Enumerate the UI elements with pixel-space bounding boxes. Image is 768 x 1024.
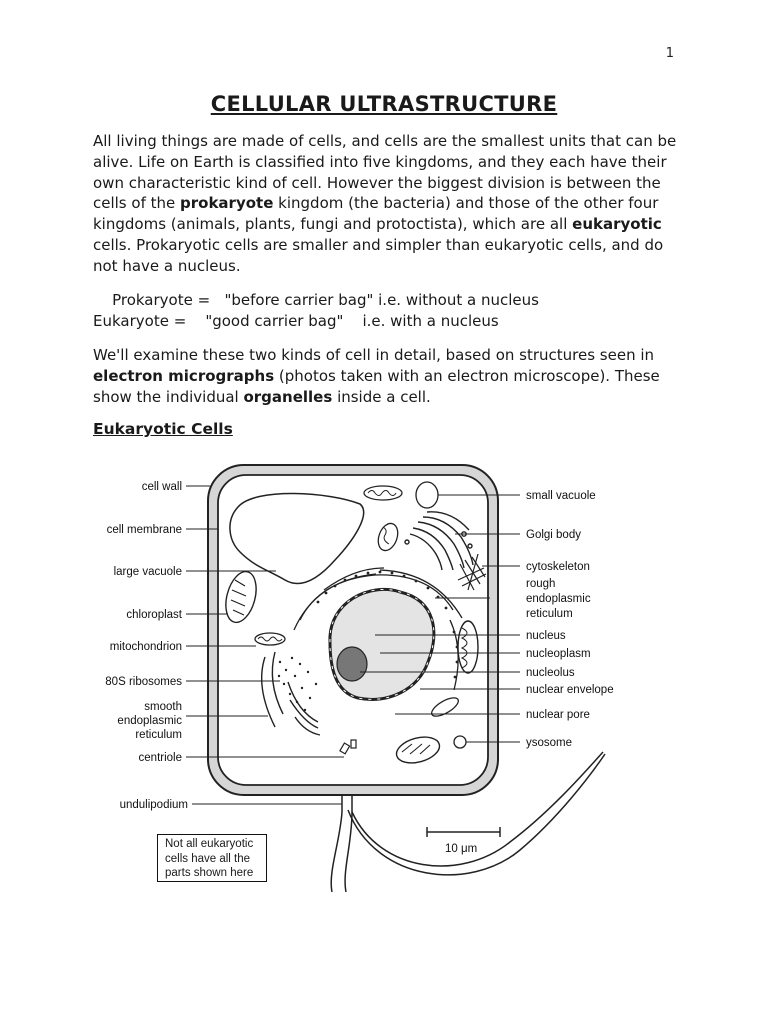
term-prokaryote: prokaryote — [180, 194, 273, 212]
lysosome-shape — [454, 736, 466, 748]
label-chloroplast: chloroplast — [126, 609, 182, 621]
label-nuclear-envelope: nuclear envelope — [526, 684, 614, 696]
label-smooth-er-2: endoplasmic — [117, 715, 182, 727]
definitions: Prokaryote = "before carrier bag" i.e. w… — [93, 290, 683, 332]
label-rough-er-1: rough — [526, 578, 555, 590]
mitochondrion-top — [364, 486, 402, 500]
examine-paragraph: We'll examine these two kinds of cell in… — [93, 345, 683, 407]
small-vacuole-shape — [416, 482, 438, 508]
scale-bar — [427, 827, 500, 837]
label-undulipodium: undulipodium — [120, 799, 188, 811]
label-cell-wall: cell wall — [142, 481, 182, 493]
intro-paragraph: All living things are made of cells, and… — [93, 131, 683, 277]
term-eukaryotic: eukaryotic — [572, 215, 662, 233]
scale-bar-label: 10 μm — [445, 843, 477, 855]
note-box: Not all eukaryotic cells have all the pa… — [157, 834, 267, 882]
label-smooth-er-3: reticulum — [135, 729, 182, 741]
mitochondrion-left — [255, 633, 285, 645]
label-nucleus: nucleus — [526, 630, 566, 642]
label-cytoskeleton: cytoskeleton — [526, 561, 590, 573]
eukaryote-definition: Eukaryote = "good carrier bag" i.e. with… — [93, 311, 683, 332]
label-lysosome: ysosome — [526, 737, 572, 749]
intro-text-3: cells. Prokaryotic cells are smaller and… — [93, 236, 663, 275]
label-smooth-er-1: smooth — [144, 701, 182, 713]
label-nucleoplasm: nucleoplasm — [526, 648, 591, 660]
note-line-1: Not all eukaryotic — [165, 837, 266, 852]
document-title: CELLULAR ULTRASTRUCTURE — [0, 92, 768, 116]
label-golgi-body: Golgi body — [526, 529, 581, 541]
eukaryotic-cell-diagram: cell wall cell membrane large vacuole ch… — [80, 452, 640, 892]
label-ribosomes: 80S ribosomes — [105, 676, 182, 688]
label-small-vacuole: small vacuole — [526, 490, 596, 502]
label-nucleolus: nucleolus — [526, 667, 575, 679]
page-number: 1 — [666, 46, 674, 61]
prokaryote-definition: Prokaryote = "before carrier bag" i.e. w… — [93, 290, 683, 311]
label-mitochondrion: mitochondrion — [110, 641, 182, 653]
label-rough-er-2: endoplasmic — [526, 593, 591, 605]
term-organelles: organelles — [243, 388, 332, 406]
label-cell-membrane: cell membrane — [107, 524, 182, 536]
note-line-3: parts shown here — [165, 866, 266, 881]
examine-text-1: We'll examine these two kinds of cell in… — [93, 346, 654, 364]
term-electron-micrographs: electron micrographs — [93, 367, 274, 385]
note-line-2: cells have all the — [165, 852, 266, 867]
nucleolus-shape — [337, 647, 367, 681]
examine-text-3: inside a cell. — [332, 388, 430, 406]
label-centriole: centriole — [139, 752, 182, 764]
label-rough-er-3: reticulum — [526, 608, 573, 620]
label-large-vacuole: large vacuole — [114, 566, 182, 578]
section-heading: Eukaryotic Cells — [93, 420, 233, 438]
mitochondrion-right — [458, 621, 478, 673]
label-nuclear-pore: nuclear pore — [526, 709, 590, 721]
